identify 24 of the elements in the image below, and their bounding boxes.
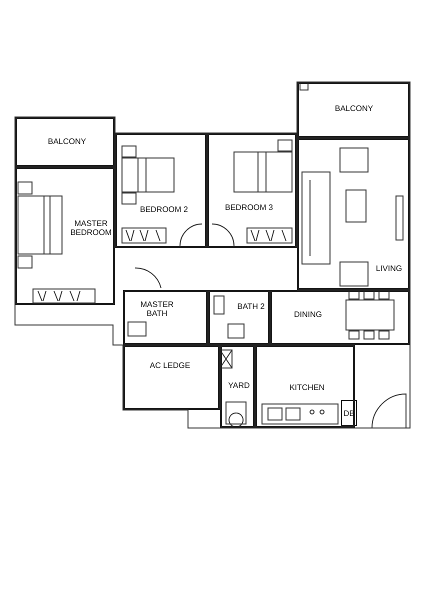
room-area bbox=[208, 290, 270, 345]
room-area bbox=[123, 345, 220, 410]
room-area bbox=[297, 138, 410, 290]
room-label: MASTER BEDROOM bbox=[69, 219, 113, 237]
room-label: KITCHEN bbox=[288, 383, 326, 392]
room-label: DINING bbox=[293, 310, 323, 319]
room-label: BALCONY bbox=[46, 137, 88, 146]
room-label: MASTER BATH bbox=[139, 300, 175, 318]
room-area bbox=[270, 290, 410, 345]
room-area bbox=[15, 167, 115, 305]
room-area bbox=[15, 117, 115, 167]
room-area bbox=[207, 133, 297, 248]
room-area bbox=[220, 345, 255, 428]
room-label: BEDROOM 3 bbox=[224, 203, 274, 212]
room-label: BALCONY bbox=[334, 104, 374, 113]
room-label: BEDROOM 2 bbox=[139, 205, 189, 214]
room-label: AC LEDGE bbox=[148, 361, 192, 370]
room-label: BATH 2 bbox=[236, 302, 266, 311]
room-area bbox=[115, 133, 207, 248]
room-label: LIVING bbox=[374, 264, 404, 273]
room-area bbox=[255, 345, 355, 428]
room-area bbox=[297, 82, 410, 138]
room-area bbox=[123, 290, 208, 345]
room-label: YARD bbox=[227, 381, 251, 390]
